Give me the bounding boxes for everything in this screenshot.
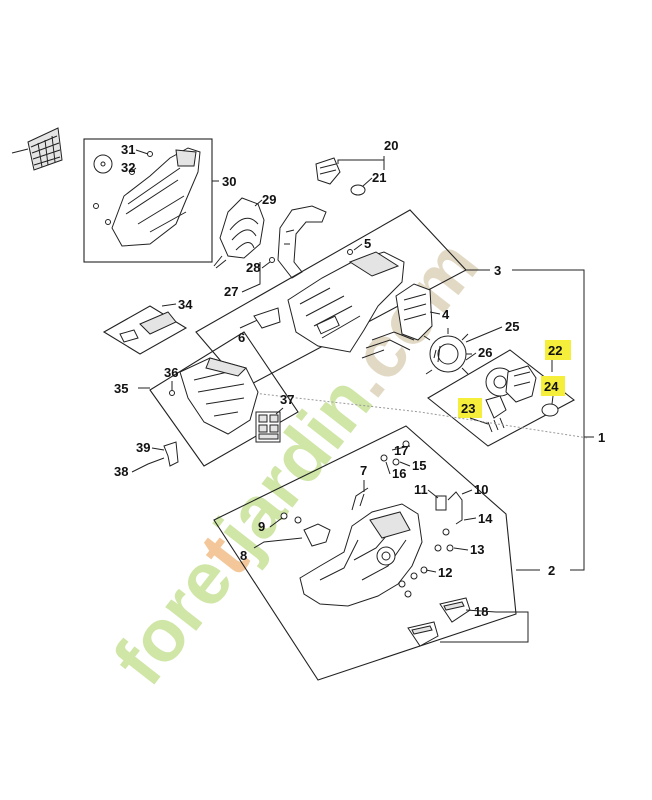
callout-14: 14: [478, 511, 493, 526]
warning-label-part: [255, 411, 281, 443]
callout-1: 1: [598, 430, 605, 445]
clip-39-part: [163, 441, 179, 467]
callout-26: 26: [478, 345, 492, 360]
callout-34: 34: [178, 297, 193, 312]
callout-16: 16: [392, 466, 406, 481]
group-22-frame: [427, 349, 576, 447]
callout-8: 8: [240, 548, 247, 563]
callout-3: 3: [494, 263, 501, 278]
callout-13: 13: [470, 542, 484, 557]
group-30-frame: [83, 138, 219, 263]
callout-21: 21: [372, 170, 386, 185]
callout-12: 12: [438, 565, 452, 580]
air-filter-cover-part: [179, 357, 259, 435]
callout-38: 38: [114, 464, 128, 479]
shroud-part: [287, 251, 405, 353]
top-cover-part: [93, 147, 201, 247]
callout-35: 35: [114, 381, 128, 396]
callout-28: 28: [246, 260, 260, 275]
callout-37: 37: [280, 392, 294, 407]
fan-cover-part: [213, 197, 265, 269]
cap-part: [315, 157, 366, 196]
highlight-24: [541, 376, 565, 396]
callout-29: 29: [262, 192, 276, 207]
separator-line: [243, 391, 589, 439]
callout-2: 2: [548, 563, 555, 578]
bracket-6-part: [253, 307, 281, 329]
callout-36: 36: [164, 365, 178, 380]
flywheel-part: [423, 328, 472, 375]
highlight-23: [458, 398, 482, 418]
group-34-frame: [102, 303, 188, 355]
callout-20: 20: [384, 138, 398, 153]
callout-5: 5: [364, 236, 371, 251]
callout-31: 31: [121, 142, 135, 157]
callout-10: 10: [474, 482, 488, 497]
fasteners-group-2: [280, 440, 463, 598]
filter-screen-icon: [11, 127, 63, 171]
group-2-frame: [213, 425, 540, 681]
crankcase-part: [299, 487, 423, 607]
callout-17: 17: [394, 443, 408, 458]
callout-27: 27: [224, 284, 238, 299]
callout-25: 25: [505, 319, 519, 334]
callout-24: 24: [544, 379, 559, 394]
bracket-34-part: [119, 311, 177, 343]
crankshaft-part: [485, 365, 559, 433]
callout-23: 23: [461, 401, 475, 416]
callout-30: 30: [222, 174, 236, 189]
callout-6: 6: [238, 330, 245, 345]
handlebar-part: [277, 205, 327, 279]
callout-9: 9: [258, 519, 265, 534]
callout-11: 11: [414, 482, 428, 497]
group-35-frame: [138, 331, 299, 467]
ignition-module-part: [361, 283, 433, 359]
highlight-22: [545, 340, 571, 360]
callout-7: 7: [360, 463, 367, 478]
callout-39: 39: [136, 440, 150, 455]
callout-22: 22: [548, 343, 562, 358]
callout-15: 15: [412, 458, 426, 473]
callout-4: 4: [442, 307, 450, 322]
decal-18-part: [407, 597, 471, 647]
callout-32: 32: [121, 160, 135, 175]
